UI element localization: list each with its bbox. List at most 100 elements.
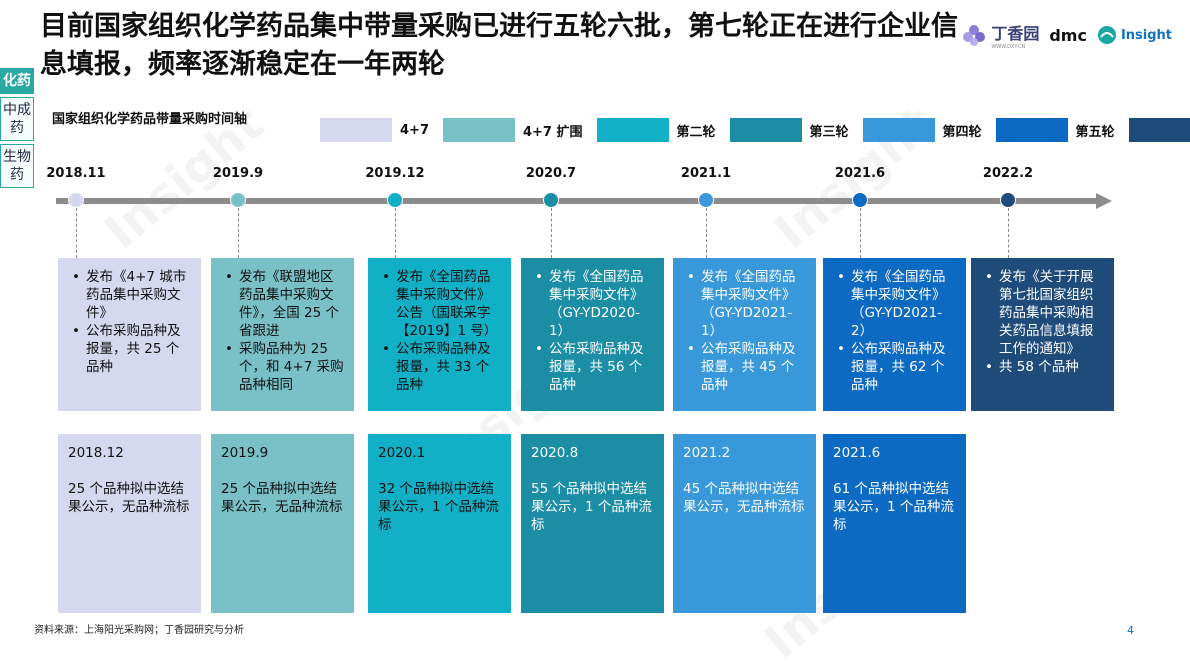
dxy-logo-text: 丁香园 bbox=[991, 24, 1040, 43]
event-bullet: 发布《全国药品集中采购文件》（GY-YD2021-2） bbox=[837, 268, 956, 340]
legend-label: 第五轮 bbox=[1075, 124, 1115, 140]
legend-label: 第四轮 bbox=[942, 124, 982, 140]
event-bullet: 发布《全国药品集中采购文件》公告（国联采字【2019】1 号） bbox=[382, 268, 501, 340]
event-bullet: 公布采购品种及报量，共 25 个品种 bbox=[72, 322, 191, 376]
dxy-logo-url: WWW.DXY.CN bbox=[991, 44, 1026, 50]
result-card: 2020.8 55 个品种拟中选结果公示，1 个品种流标 bbox=[521, 434, 664, 613]
dxy-logo: 丁香园 WWW.DXY.CN bbox=[961, 20, 1039, 50]
result-date: 2020.8 bbox=[531, 445, 579, 461]
legend-swatch bbox=[1128, 118, 1190, 142]
result-date: 2021.2 bbox=[683, 445, 731, 461]
legend: 4+7 4+7 扩围 第二轮 第三轮 第四轮 第五轮第七轮 bbox=[320, 118, 1190, 142]
timeline-date: 2019.12 bbox=[365, 166, 425, 181]
result-text: 61 个品种拟中选结果公示，1 个品种流标 bbox=[833, 481, 954, 533]
lilac-flower-icon bbox=[963, 25, 986, 46]
timeline-date: 2022.2 bbox=[982, 166, 1034, 181]
legend-item: 第四轮 bbox=[862, 118, 982, 142]
insight-logo-text: Insight bbox=[1120, 27, 1172, 43]
sidebar-tab-chinese-patent-medicine[interactable]: 中成药 bbox=[0, 97, 34, 141]
timeline-arrow-icon bbox=[1096, 193, 1112, 209]
legend-label: 第三轮 bbox=[809, 124, 849, 140]
legend-label: 4+7 扩围 bbox=[522, 124, 583, 140]
timeline-event-card: 发布《全国药品集中采购文件》（GY-YD2021-1）公布采购品种及报量，共 4… bbox=[673, 258, 816, 411]
result-text: 32 个品种拟中选结果公示，1 个品种流标 bbox=[378, 481, 499, 533]
timeline-event-card: 发布《4+7 城市药品集中采购文件》公布采购品种及报量，共 25 个品种 bbox=[58, 258, 201, 411]
timeline-event-card: 发布《联盟地区药品集中采购文件》，全国 25 个省跟进采购品种为 25 个，和 … bbox=[211, 258, 354, 411]
timeline-event-card: 发布《全国药品集中采购文件》（GY-YD2020-1）公布采购品种及报量，共 5… bbox=[521, 258, 664, 411]
timeline-connector bbox=[860, 208, 861, 258]
page-number: 4 bbox=[1127, 624, 1134, 637]
legend-swatch bbox=[862, 118, 935, 142]
event-bullet: 公布采购品种及报量，共 62 个品种 bbox=[837, 340, 956, 394]
legend-swatch bbox=[320, 118, 392, 142]
timeline-event-card: 发布《全国药品集中采购文件》（GY-YD2021-2）公布采购品种及报量，共 6… bbox=[823, 258, 966, 411]
legend-label: 4+7 bbox=[400, 122, 429, 138]
result-date: 2020.1 bbox=[378, 445, 426, 461]
result-card: 2019.9 25 个品种拟中选结果公示，无品种流标 bbox=[211, 434, 354, 613]
legend-item: 4+7 bbox=[320, 118, 429, 142]
dmc-logo: dmc bbox=[1049, 26, 1087, 45]
legend-swatch bbox=[596, 118, 669, 142]
dmc-logo-text: dmc bbox=[1049, 25, 1087, 45]
result-text: 25 个品种拟中选结果公示，无品种流标 bbox=[68, 481, 190, 515]
timeline-date: 2021.1 bbox=[680, 166, 732, 181]
legend-swatch bbox=[442, 118, 515, 142]
sidebar-tab-chemical-drugs[interactable]: 化药 bbox=[0, 68, 34, 94]
timeline-date: 2021.6 bbox=[834, 166, 886, 181]
result-date: 2021.6 bbox=[833, 445, 881, 461]
timeline-dot bbox=[68, 192, 84, 208]
result-date: 2019.9 bbox=[221, 445, 269, 461]
timeline-connector bbox=[551, 208, 552, 258]
sidebar: 化药 中成药 生物药 bbox=[0, 68, 36, 191]
result-card: 2020.1 32 个品种拟中选结果公示，1 个品种流标 bbox=[368, 434, 511, 613]
timeline-dot bbox=[543, 192, 559, 208]
event-bullet: 发布《全国药品集中采购文件》（GY-YD2020-1） bbox=[535, 268, 654, 340]
timeline-connector bbox=[238, 208, 239, 258]
sidebar-tab-biologics[interactable]: 生物药 bbox=[0, 144, 34, 188]
legend-item: 第三轮 bbox=[729, 118, 849, 142]
event-bullet: 发布《联盟地区药品集中采购文件》，全国 25 个省跟进 bbox=[225, 268, 344, 340]
timeline-subtitle: 国家组织化学药品带量采购时间轴 bbox=[52, 112, 248, 127]
timeline-dot bbox=[698, 192, 714, 208]
source-note: 资料来源：上海阳光采购网；丁香园研究与分析 bbox=[34, 625, 244, 636]
legend-item: 第五轮 bbox=[995, 118, 1115, 142]
event-bullet: 公布采购品种及报量，共 33 个品种 bbox=[382, 340, 501, 394]
timeline-dot bbox=[230, 192, 246, 208]
legend-item: 4+7 扩围 bbox=[442, 118, 583, 142]
event-bullet: 发布《关于开展第七批国家组织药品集中采购相关药品信息填报工作的通知》 bbox=[985, 268, 1104, 358]
legend-swatch bbox=[729, 118, 802, 142]
result-text: 55 个品种拟中选结果公示，1 个品种流标 bbox=[531, 481, 652, 533]
timeline-event-card: 发布《全国药品集中采购文件》公告（国联采字【2019】1 号）公布采购品种及报量… bbox=[368, 258, 511, 411]
timeline-connector bbox=[1008, 208, 1009, 258]
event-bullet: 公布采购品种及报量，共 45 个品种 bbox=[687, 340, 806, 394]
event-bullet: 采购品种为 25 个，和 4+7 采购品种相同 bbox=[225, 340, 344, 394]
timeline-date: 2020.7 bbox=[525, 166, 577, 181]
timeline-date: 2018.11 bbox=[46, 166, 106, 181]
page-title: 目前国家组织化学药品集中带量采购已进行五轮六批，第七轮正在进行企业信息填报，频率… bbox=[40, 11, 958, 80]
legend-label: 第二轮 bbox=[676, 124, 716, 140]
timeline-event-card: 发布《关于开展第七批国家组织药品集中采购相关药品信息填报工作的通知》共 58 个… bbox=[971, 258, 1114, 411]
result-card: 2021.6 61 个品种拟中选结果公示，1 个品种流标 bbox=[823, 434, 966, 613]
timeline-dot bbox=[387, 192, 403, 208]
legend-item: 第七轮 bbox=[1128, 118, 1190, 142]
event-bullet: 发布《全国药品集中采购文件》（GY-YD2021-1） bbox=[687, 268, 806, 340]
event-bullet: 发布《4+7 城市药品集中采购文件》 bbox=[72, 268, 191, 322]
legend-item: 第二轮 bbox=[596, 118, 716, 142]
result-card: 2018.12 25 个品种拟中选结果公示，无品种流标 bbox=[58, 434, 201, 613]
event-bullet: 共 58 个品种 bbox=[985, 358, 1104, 376]
result-text: 45 个品种拟中选结果公示，无品种流标 bbox=[683, 481, 805, 515]
timeline-axis bbox=[56, 198, 1100, 204]
insight-logo: Insight bbox=[1097, 25, 1172, 45]
legend-swatch bbox=[995, 118, 1068, 142]
result-text: 25 个品种拟中选结果公示，无品种流标 bbox=[221, 481, 343, 515]
timeline-date: 2019.9 bbox=[212, 166, 264, 181]
event-bullet: 公布采购品种及报量，共 56 个品种 bbox=[535, 340, 654, 394]
timeline-connector bbox=[395, 208, 396, 258]
logo-bar: 丁香园 WWW.DXY.CN dmc Insight bbox=[961, 20, 1172, 50]
timeline-connector bbox=[76, 208, 77, 258]
result-date: 2018.12 bbox=[68, 445, 124, 461]
timeline-connector bbox=[706, 208, 707, 258]
timeline-dot bbox=[852, 192, 868, 208]
timeline-dot bbox=[1000, 192, 1016, 208]
result-card: 2021.2 45 个品种拟中选结果公示，无品种流标 bbox=[673, 434, 816, 613]
